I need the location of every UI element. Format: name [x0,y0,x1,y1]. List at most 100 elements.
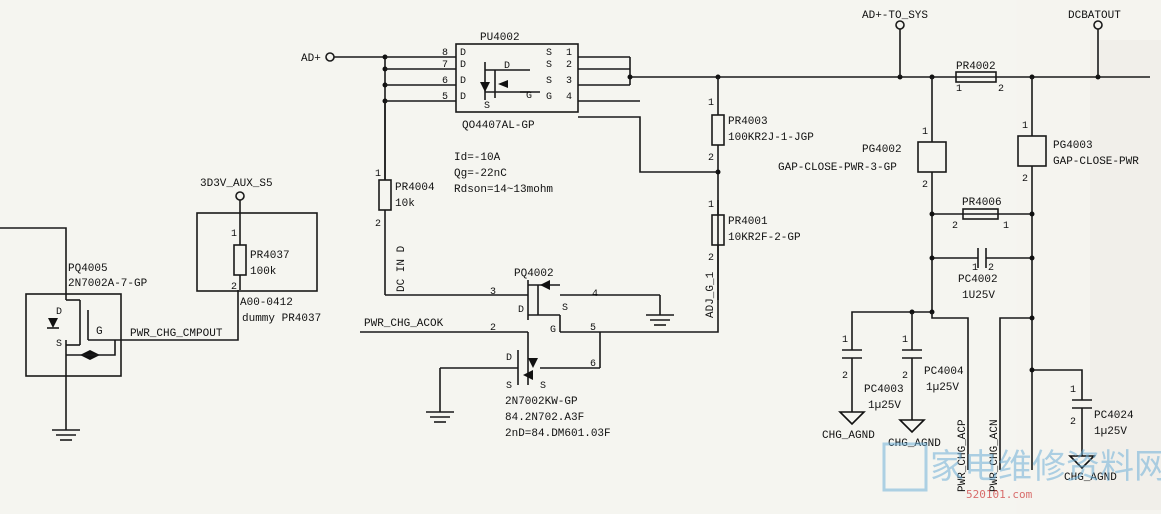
pc4002-ref: PC4002 [958,274,998,286]
pq4002b-pin-s2: S [540,381,546,392]
pq4005-pin-s: S [56,339,62,350]
pc4024-block [1029,367,1096,470]
pq4002b-pin-s: S [506,381,512,392]
net-3d3v-aux: 3D3V_AUX_S5 [200,178,273,190]
pr4037-block [196,191,318,292]
pc4002-value: 1U25V [962,290,995,302]
pq4005-block [0,227,122,441]
pu4002-spec-rdson: Rdson=14~13mohm [454,184,553,196]
pq4002-pin3: 3 [490,287,496,298]
pg4002-pin1: 1 [922,127,928,138]
net-adj-g1: ADJ_G_1 [705,271,717,318]
pc4003-value: 1µ25V [868,400,901,412]
pu4002-block [385,43,640,113]
pu4002-spec-id: Id=-10A [454,152,501,164]
pu4002-d5: D [460,92,466,103]
pg4002-ref: PG4002 [862,144,902,156]
pu4002-d8: D [460,48,466,59]
pg4002-value: GAP-CLOSE-PWR-3-GP [778,162,897,174]
pr4003-pin2: 2 [708,153,714,164]
pr4004-ref: PR4004 [395,182,435,194]
pc4002-pin1: 1 [972,263,978,274]
pc4024-pin1: 1 [1070,385,1076,396]
pr4001-ref: PR4001 [728,216,768,228]
pu4002-d7: D [460,60,466,71]
pc4002-pin2: 2 [988,263,994,274]
pc4004-block [898,349,926,434]
pq4002-ref: PQ4002 [514,268,554,280]
pc4003-block [838,349,866,426]
pu4002-s2: S [546,60,552,71]
pr4037-note-1: A00-0412 [240,297,293,309]
pu4002-d6: D [460,76,466,87]
pr4004-pin1: 1 [375,169,381,180]
pu4002-spec-qg: Qg=-22nC [454,168,507,180]
pr4003-pin1: 1 [708,98,714,109]
pc4004-ref: PC4004 [924,366,964,378]
pg4003-pin2: 2 [1022,174,1028,185]
pu4002-s3: S [546,76,552,87]
pq4002-pin2: 2 [490,323,496,334]
pq4005-pin-d: D [56,307,62,318]
pc4003-pin1: 1 [842,335,848,346]
pr4037-note-2: dummy PR4037 [242,313,321,325]
pu4002-s-inner: S [484,101,490,112]
pr4001-pin2: 2 [708,253,714,264]
pu4002-value: QO4407AL-GP [462,120,535,132]
pq4005-ref: PQ4005 [68,263,108,275]
pq4002-pin4: 4 [592,289,598,300]
pc4003-ref: PC4003 [864,384,904,396]
net-dc-in-d: DC IN D [396,245,408,292]
pu4002-g-inner: G [526,91,532,102]
pq4002-pin-g: G [550,325,556,336]
pc4003-pin2: 2 [842,371,848,382]
pu4002-pin8: 8 [442,48,448,59]
net-chg-agnd-1: CHG_AGND [822,430,875,442]
pc4024-ref: PC4024 [1094,410,1134,422]
pr4002-ref: PR4002 [956,61,996,73]
watermark: 家电维修资料网 520101.com [882,442,1161,501]
watermark-text: 家电维修资料网 [930,447,1161,487]
pr4037-value: 100k [250,266,277,278]
pr4037-pin1: 1 [231,229,237,240]
pg4003-ref: PG4003 [1053,140,1093,152]
pu4002-s1: S [546,48,552,59]
pr4004-pin2: 2 [375,219,381,230]
pu4002-pin4: 4 [566,92,572,103]
pu4002-ref: PU4002 [480,32,520,44]
pq4002-note-1: 84.2N702.A3F [505,412,584,424]
net-ad-to-sys: AD+-TO_SYS [862,10,928,22]
pr4037-ref: PR4037 [250,250,290,262]
net-ad-plus: AD+ [301,53,321,65]
pr4006-pin1: 1 [1003,221,1009,232]
pu4002-pin3: 3 [566,76,572,87]
pu4002-pin6: 6 [442,76,448,87]
pq4002-pin5: 5 [590,323,596,334]
pr4001-value: 10KR2F-2-GP [728,232,801,244]
net-dcbatout: DCBATOUT [1068,10,1121,22]
pc4004-pin2: 2 [902,371,908,382]
pr4003-ref: PR4003 [728,116,768,128]
pg4003-pin1: 1 [1022,121,1028,132]
pq4005-value: 2N7002A-7-GP [68,278,148,290]
watermark-url: 520101.com [966,488,1033,501]
net-pwr-chg-acp: PWR_CHG_ACP [957,419,969,492]
pu4002-pin2: 2 [566,60,572,71]
pq4002b-pin-d: D [506,353,512,364]
net-pwr-chg-acok: PWR_CHG_ACOK [364,318,444,330]
pr4003-value: 100KR2J-1-JGP [728,132,814,144]
pc4024-value: 1µ25V [1094,426,1127,438]
pr4004-value: 10k [395,198,415,210]
pc4024-pin2: 2 [1070,417,1076,428]
pr4001-pin1: 1 [708,200,714,211]
pu4002-pin1: 1 [566,48,572,59]
pu4002-g4: G [546,92,552,103]
pu4002-d-inner: D [504,61,510,72]
pq4002-note-2: 2nD=84.DM601.03F [505,428,611,440]
pq4005-pin-g: G [96,326,103,338]
pr4037-pin2: 2 [231,282,237,293]
net-chg-agnd-3: CHG_AGND [1064,472,1117,484]
pc4004-value: 1µ25V [926,382,959,394]
pq4002-pin6: 6 [590,359,596,370]
